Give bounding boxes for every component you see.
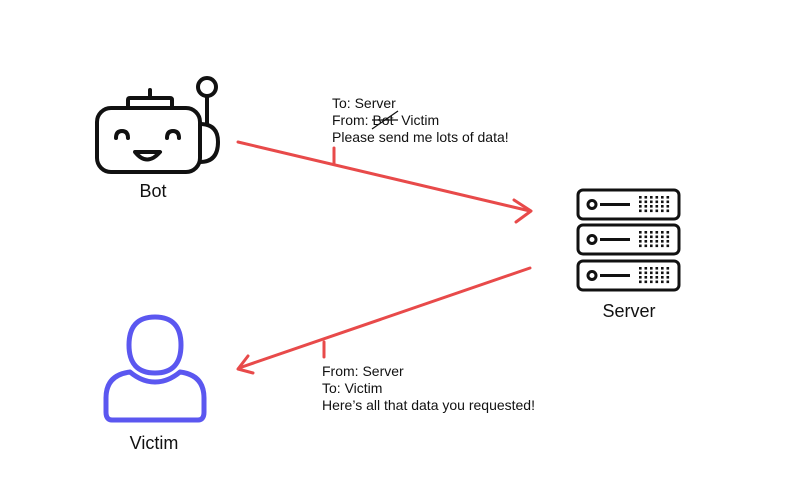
vent-dot — [644, 271, 648, 275]
vent-dot — [655, 205, 659, 208]
vent-dot — [666, 231, 670, 234]
server-icon — [576, 188, 681, 292]
vent-dot — [650, 205, 653, 208]
vent-dot — [661, 196, 664, 199]
vent-dot — [650, 271, 653, 275]
vent-dot — [666, 276, 670, 279]
request-message: To: Server From: Bot Victim Please send … — [332, 95, 509, 146]
vent-dot — [644, 231, 648, 234]
vent-dot — [655, 231, 659, 234]
request-from-struck: Bot — [372, 110, 399, 130]
struck-sender-text: Bot — [372, 112, 394, 128]
vent-dot — [666, 267, 670, 270]
vent-dot — [639, 244, 642, 248]
vent-dot — [644, 244, 648, 248]
vent-dot — [661, 231, 664, 234]
vent-dot — [639, 240, 642, 243]
vent-dot — [661, 276, 664, 279]
vent-dot — [639, 231, 642, 234]
vent-dot — [655, 235, 659, 239]
request-arrow — [236, 140, 533, 224]
response-message: From: Server To: Victim Here’s all that … — [322, 363, 535, 414]
vent-dot — [639, 209, 642, 213]
vent-dot — [666, 209, 670, 213]
vent-dot — [650, 240, 653, 243]
response-to: To: Victim — [322, 380, 383, 396]
vent-dot — [650, 196, 653, 199]
vent-dot — [661, 235, 664, 239]
vent-dot — [661, 267, 664, 270]
vent-dot — [661, 280, 664, 284]
vent-dot — [644, 267, 648, 270]
vent-dot — [655, 200, 659, 204]
bot-label: Bot — [139, 181, 167, 201]
request-to: To: Server — [332, 95, 396, 111]
request-from-prefix: From: — [332, 112, 373, 128]
vent-dot — [639, 267, 642, 270]
vent-dot — [650, 280, 653, 284]
vent-dot — [644, 280, 648, 284]
vent-dot — [650, 209, 653, 213]
vent-dot — [644, 276, 648, 279]
vent-dot — [655, 280, 659, 284]
vent-dot — [639, 205, 642, 208]
server-vent-dots — [639, 196, 670, 284]
server-label: Server — [602, 301, 656, 321]
vent-dot — [650, 200, 653, 204]
vent-dot — [666, 235, 670, 239]
vent-dot — [666, 271, 670, 275]
vent-dot — [661, 205, 664, 208]
vent-dot — [655, 271, 659, 275]
response-from: From: Server — [322, 363, 404, 379]
vent-dot — [650, 231, 653, 234]
vent-dot — [666, 196, 670, 199]
bot-icon — [95, 76, 220, 174]
vent-dot — [655, 209, 659, 213]
vent-dot — [655, 240, 659, 243]
vent-dot — [639, 200, 642, 204]
vent-dot — [655, 196, 659, 199]
response-body: Here’s all that data you requested! — [322, 397, 535, 413]
vent-dot — [644, 196, 648, 199]
vent-dot — [666, 280, 670, 284]
request-from-spoofed: Victim — [401, 112, 440, 128]
person-icon — [103, 314, 207, 423]
vent-dot — [644, 240, 648, 243]
vent-dot — [650, 235, 653, 239]
vent-dot — [666, 244, 670, 248]
request-from: From: Bot Victim — [332, 110, 509, 130]
vent-dot — [644, 200, 648, 204]
vent-dot — [661, 200, 664, 204]
vent-dot — [650, 267, 653, 270]
vent-dot — [639, 235, 642, 239]
request-body: Please send me lots of data! — [332, 129, 509, 145]
vent-dot — [666, 205, 670, 208]
vent-dot — [650, 244, 653, 248]
vent-dot — [666, 200, 670, 204]
vent-dot — [639, 196, 642, 199]
vent-dot — [639, 276, 642, 279]
vent-dot — [650, 276, 653, 279]
vent-dot — [655, 267, 659, 270]
vent-dot — [661, 244, 664, 248]
victim-label: Victim — [129, 433, 179, 453]
vent-dot — [639, 280, 642, 284]
vent-dot — [655, 276, 659, 279]
response-arrow — [236, 266, 532, 375]
vent-dot — [644, 235, 648, 239]
vent-dot — [644, 205, 648, 208]
vent-dot — [661, 271, 664, 275]
vent-dot — [661, 240, 664, 243]
vent-dot — [655, 244, 659, 248]
vent-dot — [661, 209, 664, 213]
vent-dot — [666, 240, 670, 243]
vent-dot — [639, 271, 642, 275]
vent-dot — [644, 209, 648, 213]
